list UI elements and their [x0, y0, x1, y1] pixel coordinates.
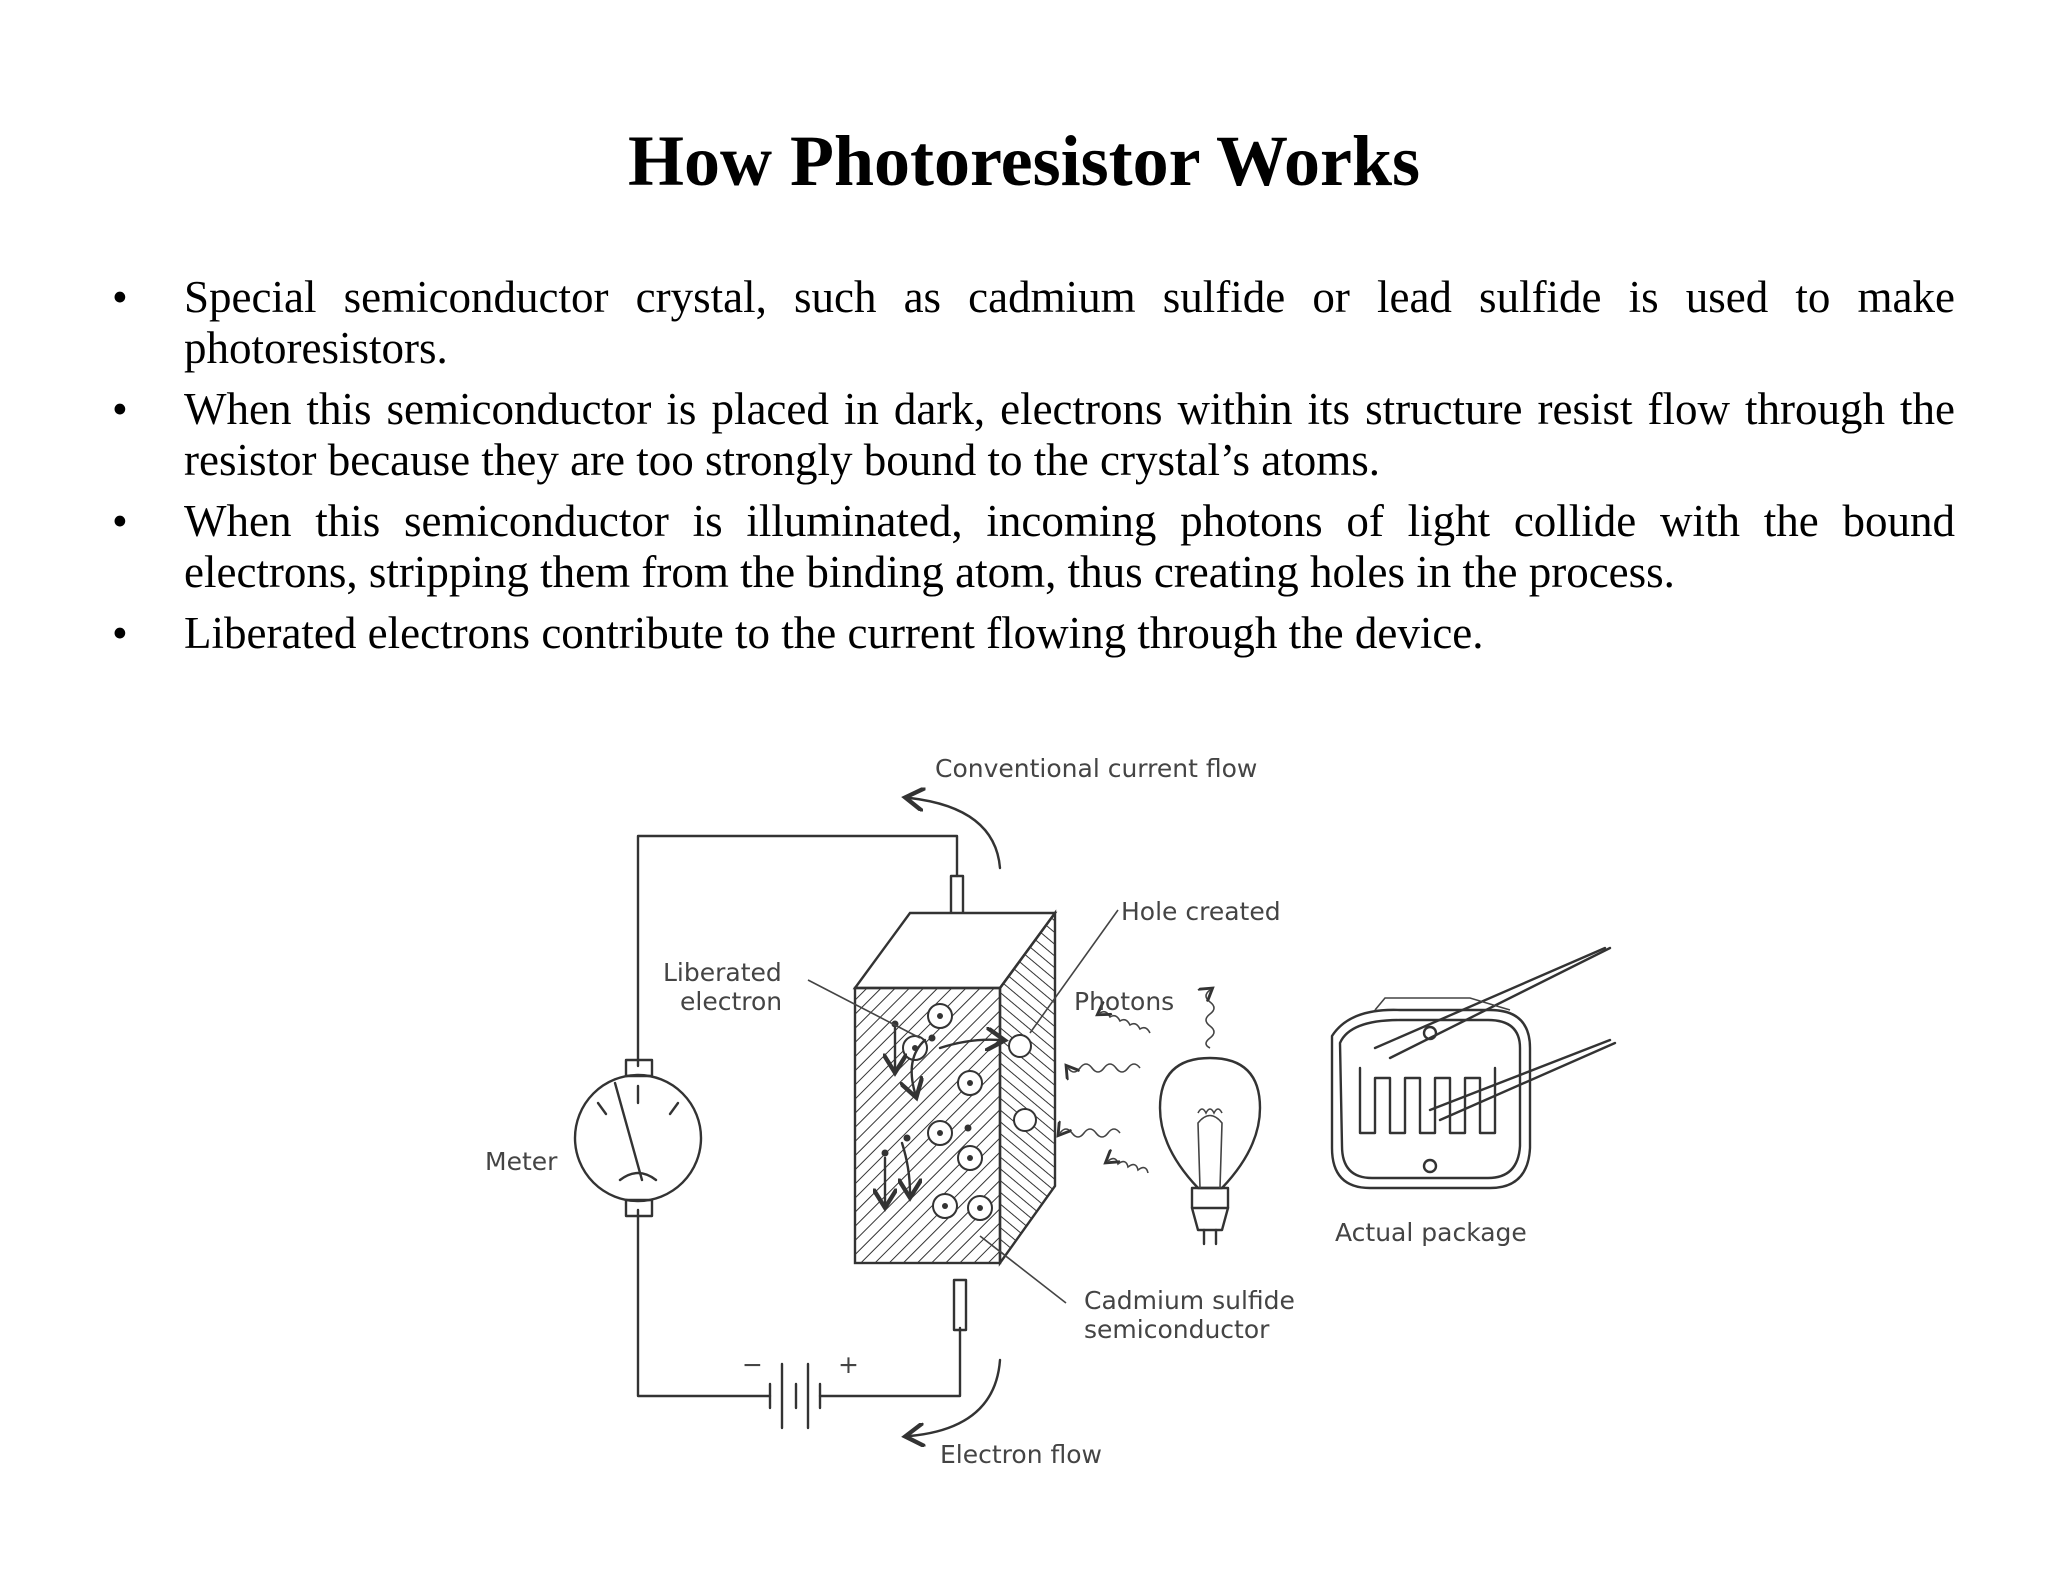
photon-waves: [1060, 990, 1215, 1174]
bullet-text: Special semiconductor crystal, such as c…: [184, 272, 1955, 373]
atoms: [902, 1003, 1037, 1221]
terminal-bottom: [952, 1278, 968, 1332]
bullet-text: When this semiconductor is placed in dar…: [184, 384, 1955, 485]
cadmium-sulfide-label-1: Cadmium sulfide: [1084, 1286, 1295, 1315]
bullet-item: • Special semiconductor crystal, such as …: [100, 272, 1955, 374]
photoresistor-diagram: − + Meter: [470, 748, 1650, 1498]
bullet-dot: •: [112, 384, 128, 434]
circuit-wire: [636, 834, 962, 1398]
meter-label: Meter: [485, 1147, 558, 1176]
liberated-electron-label-1: Liberated: [663, 958, 782, 987]
conventional-current-label: Conventional current flow: [935, 754, 1257, 783]
bullet-item: • When this semiconductor is illuminated,…: [100, 496, 1955, 598]
battery-icon: [768, 1362, 822, 1430]
bullet-text: Liberated electrons contribute to the cu…: [184, 608, 1484, 658]
bullet-item: • Liberated electrons contribute to the c…: [100, 608, 1955, 659]
slide-title: How Photoresistor Works: [627, 121, 1421, 201]
actual-package-label: Actual package: [1335, 1218, 1527, 1247]
photoresistor-package-icon: [1330, 946, 1617, 1190]
photons-label: Photons: [1074, 987, 1174, 1016]
light-bulb-icon: [1158, 1056, 1262, 1246]
leader-lines: [807, 909, 1119, 1304]
bullet-item: • When this semiconductor is placed in da…: [100, 384, 1955, 486]
electron-flow-label: Electron flow: [940, 1440, 1102, 1469]
bullet-dot: •: [112, 272, 128, 322]
meter-icon: [573, 1058, 703, 1218]
conventional-current-arrow: [910, 798, 1002, 870]
electron-flow-arrow: [910, 1358, 1002, 1436]
bullet-dot: •: [112, 496, 128, 546]
cadmium-sulfide-label-2: semiconductor: [1084, 1315, 1270, 1344]
battery-minus-label: −: [742, 1350, 763, 1379]
hole-created-label: Hole created: [1121, 897, 1281, 926]
bullet-list: • Special semiconductor crystal, such as …: [100, 272, 1955, 669]
liberated-electron-label-2: electron: [680, 987, 782, 1016]
battery-plus-label: +: [838, 1350, 859, 1379]
bullet-text: When this semiconductor is illuminated, …: [184, 496, 1955, 597]
electron-arrows: [882, 1020, 1001, 1204]
diagram-svg: − + Meter: [485, 754, 1617, 1469]
bullet-dot: •: [112, 608, 128, 658]
